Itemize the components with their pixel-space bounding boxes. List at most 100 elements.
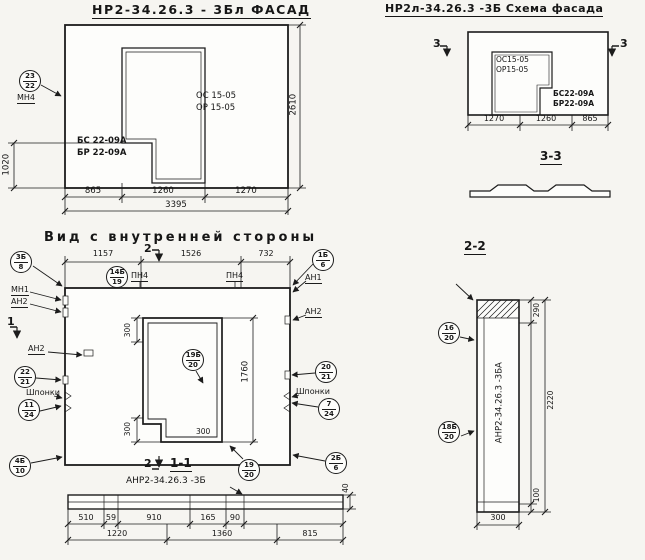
inner-dim-732: 732 [258,249,274,258]
facade-dim-1260: 1260 [152,186,174,196]
label-an2-left: АН2 [11,297,28,308]
section-2-2-dimension-lines [476,299,551,530]
schema-dim-865: 865 [582,114,598,123]
label-pn4-left: ПН4 [131,271,149,282]
section-2-2-hatch [476,299,520,512]
dim-1360: 1360 [211,529,233,538]
inner-view-title: Вид с внутренней стороны [44,230,318,245]
facade-panel-mark-1: БС 22-09А [77,136,127,146]
callout-3b-8: 3Б 8 [10,251,32,273]
section-mark-bars [10,45,619,470]
facade-anchor-mark: МН4 [17,93,36,104]
section-3-3-title: 3-3 [540,149,562,166]
dim-815: 815 [302,529,318,538]
schema-panel-outline [467,31,609,116]
facade-window-mark-2: ОР 15-05 [196,103,236,113]
section-1-1-dimension-ticks [64,491,354,544]
facade-dim-865: 865 [84,186,102,196]
schema-title: НР2л-34.26.3 -3Б Схема фасада [385,2,604,18]
dim-59: 59 [105,513,117,522]
callout-4b-10: 4Б 10 [9,455,31,477]
callout-1b-6: 1Б 6 [312,249,334,271]
inner-dim-1760: 1760 [240,360,251,383]
dim-1220: 1220 [106,529,128,538]
section-1-1-detail [68,495,343,509]
callout-20-21: 20 21 [315,361,337,383]
callout-7-24: 7 24 [318,398,340,420]
callout-18b-20: 18Б 20 [438,421,460,443]
callout-16-20: 16 20 [438,322,460,344]
section-3-mark-left: 3 [433,37,441,50]
shear-keys [64,391,291,413]
section-1-mark-left: 1 [7,315,15,328]
schema-dimension-ticks [464,121,612,129]
schema-dim-1270: 1270 [483,114,505,123]
section-mark-arrows [12,46,617,468]
label-pn4-right: ПН4 [226,271,244,282]
dim-300-bottom: 300 [490,513,506,522]
facade-window-mark-1: ОС 15-05 [196,91,237,101]
schema-dim-1260: 1260 [535,114,557,123]
section-2-mark-bottom: 2 [144,457,152,470]
schema-window-opening [491,51,553,116]
inner-dim-1157: 1157 [92,249,114,258]
schema-window-frame [494,54,550,113]
section-2-2-label: АНР2-34.26.3 -3БА [494,362,505,444]
dim-90: 90 [229,513,241,522]
schema-window-mark-1: ОС15-05 [496,55,529,64]
facade-dim-1270: 1270 [235,186,257,196]
facade-panel-mark-2: БР 22-09А [77,148,127,158]
label-shponki-right: Шпонки [296,387,330,396]
inner-dim-300-top: 300 [122,322,132,338]
dim-2220: 2220 [545,390,555,410]
leader-lines [29,84,475,495]
embed-plate [284,370,291,380]
callout-14b-19: 14Б 19 [106,266,128,288]
callout-23-22: 23 22 [19,70,41,92]
section-3-3-profile [469,184,611,198]
facade-title: НР2-34.26.3 - 3Бл ФАСАД [92,2,311,19]
callout-19-20: 19 20 [238,459,260,481]
facade-dim-total: 3395 [165,200,187,210]
inner-dim-1526: 1526 [180,249,202,258]
section-1-1-title: 1-1 [170,456,192,473]
schema-dimension-lines [467,115,609,131]
schema-panel-mark-2: БР22-09А [553,99,595,108]
section-2-2-dimension-ticks [473,296,549,529]
section-3-mark-right: 3 [620,37,628,50]
inner-dim-300-bottom: 300 [122,421,132,437]
section-1-1-label: АНР2-34.26.3 -3Б [126,476,206,486]
facade-panel-outline [64,24,289,189]
embed-plate [62,307,69,318]
label-shponki-left: Шпонки [26,388,60,397]
facade-dimension-ticks [10,21,304,215]
dim-290: 290 [531,302,541,318]
schema-panel-mark-1: БС22-09А [553,89,595,98]
facade-dim-left: 1020 [1,153,12,176]
inner-dim-300-step: 300 [196,427,211,436]
label-an1: АН1 [305,273,322,284]
inner-window-frame [147,322,218,438]
facade-window-frame [125,51,202,180]
callout-2b-6: 2Б 6 [325,452,347,474]
embed-plate [62,375,69,385]
dim-510: 510 [78,513,94,522]
label-mn1: МН1 [11,285,30,296]
label-an2-right: АН2 [305,307,322,318]
dim-910: 910 [146,513,162,522]
callout-19b-20: 19Б 20 [182,349,204,371]
facade-dimension-lines [8,24,306,215]
embed-plate [62,295,69,306]
label-an2-left-2: АН2 [28,344,45,355]
inner-panel-outline [64,287,291,466]
inner-dimension-ticks [61,258,294,446]
facade-dim-right: 2610 [288,93,299,116]
embed-plate [284,315,291,325]
callout-22-21: 22 21 [14,366,36,388]
